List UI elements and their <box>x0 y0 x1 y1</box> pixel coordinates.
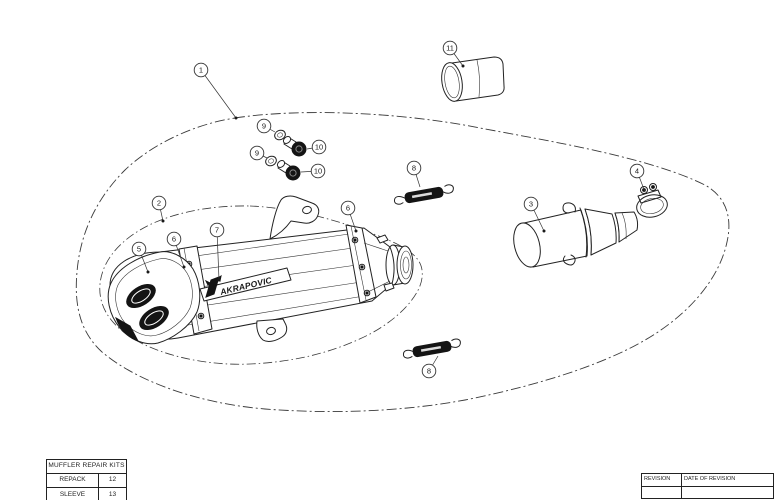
muffler-repair-kits-table: MUFFLER REPAIR KITS REPACK 12 SLEEVE 13 <box>46 459 127 500</box>
link-pipe <box>513 202 639 268</box>
pipe-hook-bottom <box>562 254 576 266</box>
kit-name: REPACK <box>47 473 99 487</box>
svg-text:5: 5 <box>137 245 141 254</box>
svg-text:2: 2 <box>157 199 161 208</box>
callout-6-front: 6 <box>166 231 186 269</box>
svg-text:8: 8 <box>427 367 431 376</box>
muffler-band-rear <box>345 224 377 304</box>
table-row: REPACK 12 <box>47 473 126 487</box>
outer-boundary <box>75 112 730 413</box>
callout-1: 1 <box>193 62 238 120</box>
exhaust-outlet-upper <box>126 283 156 309</box>
mounting-bracket <box>269 195 320 240</box>
svg-text:4: 4 <box>635 167 639 176</box>
callout-8-top: 8 <box>406 160 422 188</box>
svg-text:10: 10 <box>315 143 323 152</box>
date-of-revision-value <box>682 487 773 498</box>
spring-top <box>393 184 454 205</box>
callout-3: 3 <box>523 196 546 233</box>
table-row: SLEEVE 13 <box>47 487 126 500</box>
kit-qty: 13 <box>108 490 117 498</box>
svg-text:7: 7 <box>215 226 219 235</box>
callout-8-bottom: 8 <box>421 355 439 379</box>
end-cap <box>107 251 201 345</box>
pipe-clamp <box>636 183 668 218</box>
muffler-outlet <box>363 234 414 293</box>
washer-2 <box>265 155 277 167</box>
svg-text:10: 10 <box>314 167 322 176</box>
kits-table-title: MUFFLER REPAIR KITS <box>47 460 126 474</box>
callout-2: 2 <box>151 195 167 223</box>
mounting-tab <box>256 318 288 342</box>
callout-4: 4 <box>629 163 646 193</box>
pipe-hook-top <box>562 202 576 214</box>
revision-value <box>642 486 682 498</box>
date-of-revision-header: DATE OF REVISION <box>684 476 736 482</box>
kit-name: SLEEVE <box>47 488 99 500</box>
svg-text:6: 6 <box>172 235 176 244</box>
callout-6-rear: 6 <box>340 200 358 233</box>
bolt-2 <box>276 160 301 181</box>
callout-9-top: 9 <box>256 118 276 134</box>
revision-header: REVISION <box>642 474 682 486</box>
svg-text:6: 6 <box>346 204 350 213</box>
callout-9-bottom: 9 <box>249 145 268 161</box>
bolt-1 <box>282 136 307 157</box>
svg-text:9: 9 <box>262 122 266 131</box>
exhaust-outlet-lower <box>139 305 169 331</box>
spring-bottom <box>402 338 461 359</box>
callout-10-top: 10 <box>306 139 327 155</box>
revision-table: REVISION DATE OF REVISION <box>641 473 774 499</box>
svg-text:9: 9 <box>255 149 259 158</box>
callout-10-bottom: 10 <box>300 163 326 179</box>
sleeve-part <box>441 56 505 102</box>
callout-5: 5 <box>131 241 150 274</box>
end-cap-shadow <box>115 316 140 342</box>
washer-1 <box>274 129 286 141</box>
svg-text:8: 8 <box>412 164 416 173</box>
revision-table-header: REVISION DATE OF REVISION <box>642 474 773 487</box>
callouts: 1 2 3 4 5 6 6 7 8 8 9 9 10 10 11 <box>131 40 646 379</box>
callout-11: 11 <box>442 40 465 68</box>
svg-text:1: 1 <box>199 66 203 75</box>
revision-table-empty-row <box>642 486 773 498</box>
svg-text:3: 3 <box>529 200 533 209</box>
kit-qty: 12 <box>108 476 117 483</box>
muffler: AKRAPOVIC <box>107 195 414 345</box>
svg-text:11: 11 <box>446 44 454 53</box>
muffler-boundary <box>99 205 423 365</box>
callout-7: 7 <box>209 222 225 282</box>
